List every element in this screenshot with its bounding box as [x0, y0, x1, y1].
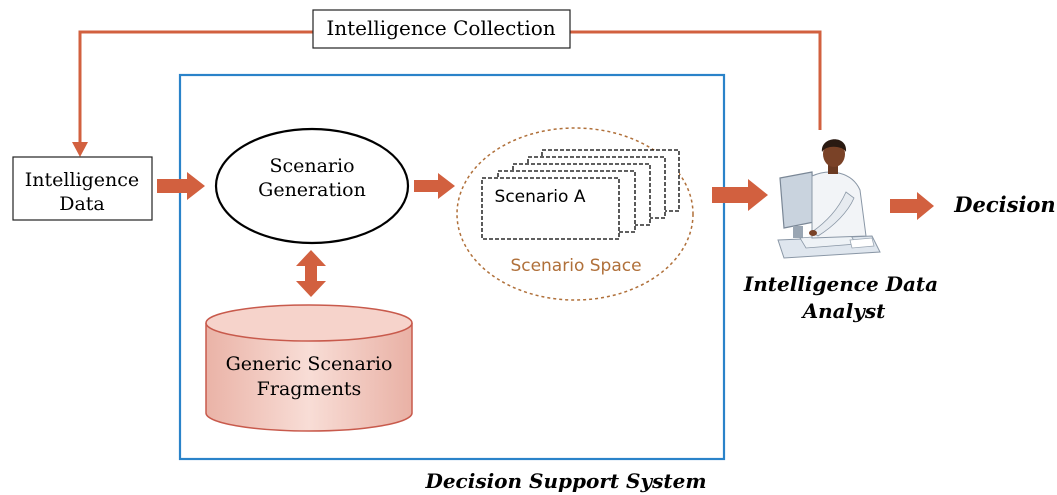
analyst-label-1: Intelligence Data [743, 272, 938, 296]
arrow-analyst-to-decision [890, 192, 934, 220]
intelligence-data-box: Intelligence Data [12, 156, 153, 221]
fragments-label-2: Fragments [257, 378, 362, 400]
intelligence-data-label-1: Intelligence [25, 169, 139, 191]
scenario-a-label: Scenario A [495, 187, 586, 207]
intelligence-data-label-2: Data [59, 193, 105, 215]
intelligence-collection-label: Intelligence Collection [326, 16, 555, 40]
collection-arrowhead [72, 142, 88, 157]
scenario-generation-label-1: Scenario [269, 155, 354, 177]
collection-feedback-loop [78, 30, 822, 150]
intelligence-collection-box: Intelligence Collection [312, 9, 571, 49]
scenario-generation-node: Scenario Generation [214, 127, 410, 245]
arrow-generation-fragments [296, 250, 326, 297]
arrow-generation-to-space [414, 173, 455, 199]
scenario-space-boundary [456, 127, 694, 301]
scenario-stack [481, 149, 680, 240]
analyst-label-2: Analyst [801, 299, 886, 323]
arrow-data-to-generation [157, 172, 205, 200]
generic-fragments-cylinder: Generic Scenario Fragments [205, 304, 413, 432]
scenario-generation-label-2: Generation [258, 179, 366, 201]
decision-support-system-boundary [178, 73, 726, 461]
decision-label: Decision [953, 192, 1055, 217]
person-at-computer-icon [777, 139, 881, 259]
fragments-label-1: Generic Scenario [226, 353, 393, 375]
decision-support-system-label: Decision Support System [424, 469, 706, 493]
arrow-space-to-analyst [712, 179, 768, 211]
scenario-space-label: Scenario Space [510, 256, 641, 276]
